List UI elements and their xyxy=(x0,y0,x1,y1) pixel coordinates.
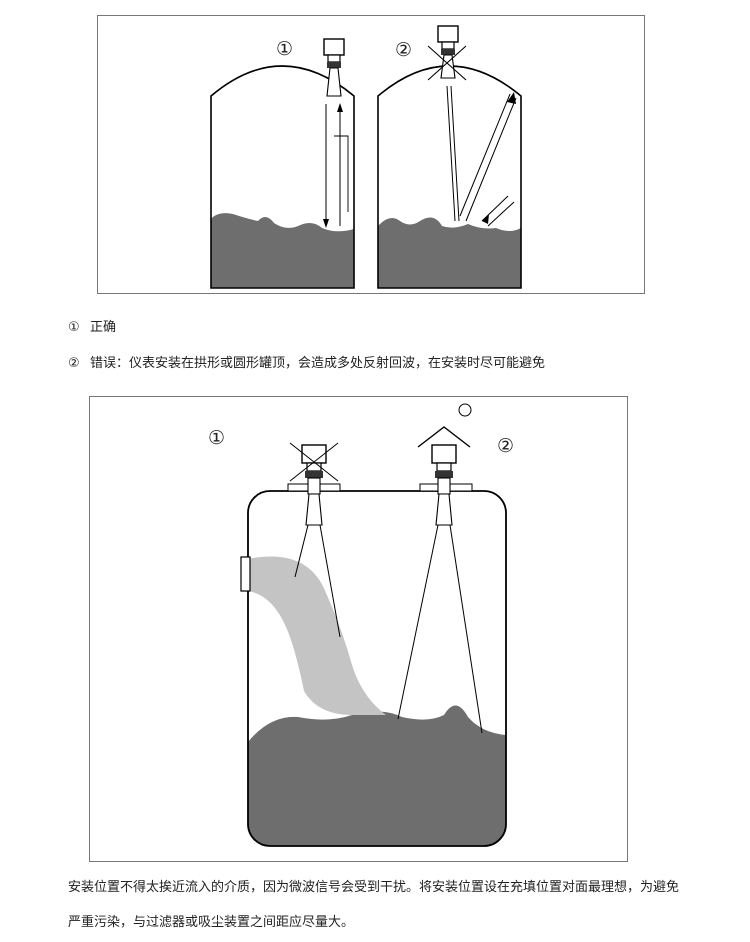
tank-body xyxy=(240,483,507,847)
tank-right xyxy=(377,25,522,289)
caption-wrong: ② 错误：仪表安装在拱形或圆形罐顶，会造成多处反射回波，在安装时尽可能避免 xyxy=(68,356,545,372)
figure1-marker-left: ① xyxy=(276,38,294,60)
figure-dome-tanks: ① ② xyxy=(97,15,645,294)
tank-left xyxy=(210,38,355,289)
figure-inflow-tank: ① ② xyxy=(89,396,628,862)
figure2-marker-right: ② xyxy=(497,435,515,457)
figure2-marker-left: ① xyxy=(208,427,226,449)
caption-text: 正确 xyxy=(90,320,117,335)
instrument-left xyxy=(289,442,341,638)
caption-number: ② xyxy=(68,356,80,371)
inflow-tank-drawing xyxy=(240,403,507,847)
instrument-right xyxy=(397,403,483,734)
paragraph-line-1: 安装位置不得太挨近流入的介质，因为微波信号会受到干扰。将安装位置设在充填位置对面… xyxy=(68,880,680,895)
caption-text: 错误：仪表安装在拱形或圆形罐顶，会造成多处反射回波，在安装时尽可能避免 xyxy=(90,356,546,371)
dome-tanks-drawing xyxy=(210,25,522,289)
caption-number: ① xyxy=(68,320,80,335)
paragraph-line-2: 严重污染，与过滤器或吸尘装置之间距应尽量大。 xyxy=(68,915,355,930)
caption-correct: ① 正确 xyxy=(68,320,116,336)
figure1-marker-right: ② xyxy=(395,39,413,61)
